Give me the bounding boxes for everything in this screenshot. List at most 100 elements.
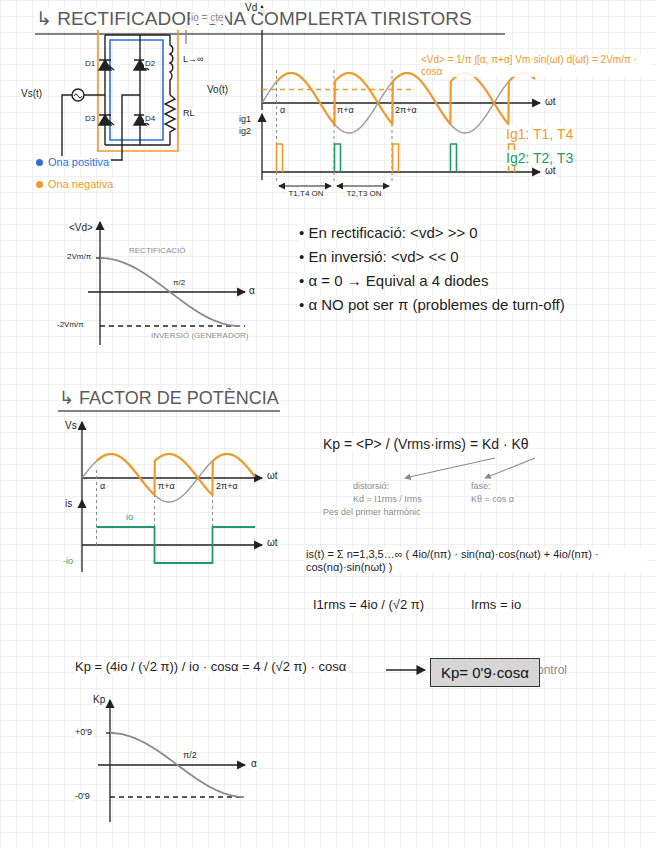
note-text: Kd = I1rms / Irms — [352, 494, 423, 504]
interval-arrow — [279, 186, 331, 187]
control-curve — [100, 258, 240, 326]
axis — [262, 102, 540, 103]
output-voltage — [97, 454, 255, 495]
note-text: Vs — [64, 420, 78, 432]
axis — [261, 114, 262, 180]
result-arrow — [386, 669, 425, 670]
note-text: 2π+α — [215, 481, 239, 491]
leader-arrow — [485, 458, 535, 478]
note-text: 2Vm/π — [66, 252, 92, 261]
note-text: • En rectificació: <vd> >> 0 — [298, 224, 479, 241]
note-text: π+α — [336, 105, 355, 115]
axis — [82, 477, 262, 478]
source-symbol — [74, 94, 82, 98]
note-text: ↳ FACTOR DE POTÈNCIA — [58, 388, 280, 409]
note-text: • α NO pot ser π (problemes de turn-off) — [298, 296, 566, 313]
note-text: -0'9 — [74, 791, 91, 801]
axis — [88, 291, 245, 292]
heading-underline — [58, 410, 280, 411]
note-text: <Vd> — [68, 222, 94, 234]
note-text: io — [125, 512, 134, 522]
note-text: L→∞ — [182, 54, 204, 64]
note-text: D2 — [144, 59, 156, 68]
note-text: -io — [62, 556, 74, 566]
source-wire — [62, 95, 140, 160]
dashed-level — [110, 796, 245, 797]
source-symbol — [72, 89, 84, 101]
legend-swatch — [36, 159, 43, 166]
resistor-symbol — [165, 95, 175, 145]
note-text: +0'9 — [74, 727, 93, 737]
line-current — [97, 527, 256, 563]
current-path-positive — [110, 40, 163, 140]
note-text: Ig2: T2, T3 — [505, 150, 574, 166]
note-text: distorsió: — [352, 481, 390, 491]
legend-swatch — [36, 181, 43, 188]
note-text: Pes del primer harmònic — [322, 507, 422, 517]
dashed-level — [100, 325, 245, 326]
note-text: ωt — [266, 470, 279, 482]
thyristor-symbol — [99, 60, 149, 125]
thyristor-symbol — [99, 60, 114, 70]
axis — [98, 764, 245, 765]
note-text: Kp — [92, 694, 106, 706]
current-path-negative — [98, 29, 178, 151]
note-text: ωt — [544, 165, 557, 177]
note-text: I1rms = 4io / (√2 π) — [312, 598, 425, 613]
note-text: • En inversió: <vd> << 0 — [298, 248, 460, 265]
note-text: π+α — [157, 481, 176, 491]
note-text: D3 — [84, 114, 96, 123]
note-text: Ig1: T1, T4 — [505, 126, 574, 142]
output-voltage — [277, 73, 536, 124]
note-text: RL — [182, 108, 196, 118]
note-text: is — [64, 498, 73, 510]
note-text: α — [99, 481, 106, 491]
legend-row: Ona negativa — [34, 178, 115, 190]
waveforms — [82, 73, 535, 797]
note-text: • α = 0 → Equival a 4 diodes — [298, 272, 489, 289]
note-text: T2,T3 ON — [345, 189, 383, 198]
note-text: α — [250, 758, 258, 770]
note-text: ωt — [266, 537, 279, 549]
bridge-wire — [105, 35, 170, 145]
axis — [262, 171, 540, 172]
note-text: is(t) = Σ n=1,3,5…∞ ( 4io/(nπ) · sin(nα)… — [305, 548, 647, 573]
note-text: ig1 — [238, 114, 252, 124]
note-text: io = cte — [190, 12, 225, 24]
axis — [81, 422, 82, 508]
legend-row: Ona positiva — [34, 156, 111, 168]
axes — [98, 700, 245, 822]
note-text: D4 — [144, 114, 156, 123]
gate-pulse — [335, 144, 341, 172]
note-text: Vs(t) — [20, 88, 43, 100]
inductor-symbol — [170, 35, 173, 95]
axes — [88, 222, 245, 345]
box-text: Kp= 0'9·cosα — [441, 664, 529, 681]
legend-text: Ona negativa — [48, 178, 113, 190]
note-text: INVERSIÓ (GENERADOR) — [150, 331, 249, 340]
axes — [82, 422, 262, 572]
note-text: 2π+α — [394, 105, 418, 115]
legend-text: Ona positiva — [48, 156, 109, 168]
note-text: RECTIFICACIÓ — [128, 246, 186, 255]
thyristor-symbol — [99, 115, 114, 125]
note-text: ig2 — [238, 126, 252, 136]
note-text: Irms = io — [470, 598, 522, 613]
gate-pulse — [451, 144, 457, 172]
gate-pulse — [277, 144, 283, 172]
note-text: fase: — [470, 481, 492, 491]
note-text: Vo(t) — [206, 84, 229, 96]
note-text: Kp = (4io / (√2 π)) / io · cosα = 4 / (√… — [74, 660, 347, 675]
note-text: Kθ = cos α — [470, 494, 515, 504]
note-text: <Vd> = 1/π ∫[α, π+α] Vm·sin(ωt) d(ωt) = … — [420, 54, 652, 77]
source-sine — [82, 454, 255, 502]
note-text: D1 — [84, 59, 96, 68]
control-curve — [110, 733, 244, 797]
axis — [81, 500, 82, 572]
leader-arrow — [405, 458, 495, 478]
note-text: ωt — [544, 96, 557, 108]
note-text: Vd — [244, 2, 258, 14]
axes — [262, 6, 540, 186]
